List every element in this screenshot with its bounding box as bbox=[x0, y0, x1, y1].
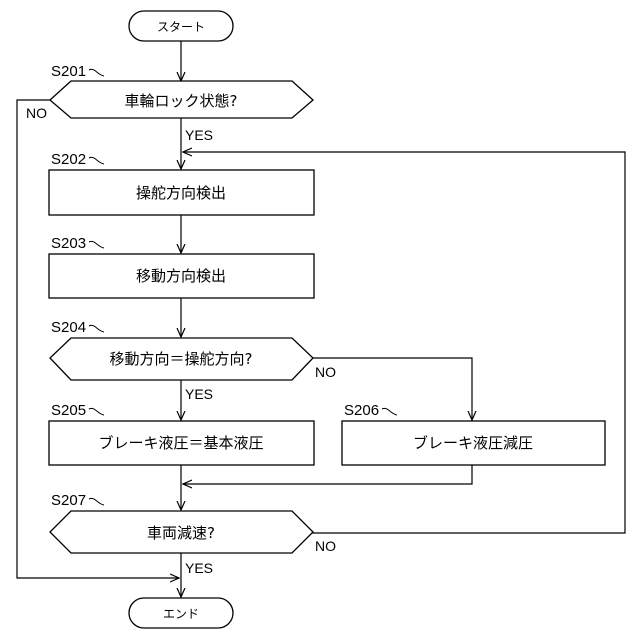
s207-leader bbox=[89, 498, 104, 505]
s202-leader bbox=[89, 157, 104, 164]
s201-no-label: NO bbox=[26, 105, 47, 121]
process-s206: ブレーキ液圧減圧 bbox=[342, 421, 605, 465]
process-s202: 操舵方向検出 bbox=[49, 170, 314, 215]
s207-no-label: NO bbox=[315, 538, 336, 554]
s206-step-label: S206 bbox=[344, 402, 379, 419]
end-terminal: エンド bbox=[129, 598, 233, 628]
decision-s201: 車輪ロック状態? bbox=[50, 81, 313, 118]
s203-text: 移動方向検出 bbox=[136, 267, 226, 285]
s205-step-label: S205 bbox=[51, 402, 86, 419]
s206-leader bbox=[382, 408, 397, 415]
s201-leader bbox=[89, 69, 104, 76]
s207-yes-label: YES bbox=[185, 560, 213, 576]
s204-step-label: S204 bbox=[51, 319, 86, 336]
s202-step-label: S202 bbox=[51, 151, 86, 168]
s204-text: 移動方向＝操舵方向? bbox=[110, 350, 253, 368]
decision-s207: 車両減速? bbox=[50, 511, 313, 553]
s202-text: 操舵方向検出 bbox=[136, 184, 226, 202]
s203-step-label: S203 bbox=[51, 235, 86, 252]
arrow-s204-no-s206 bbox=[312, 358, 472, 420]
arrow-s206-merge bbox=[183, 465, 472, 484]
s204-leader bbox=[89, 325, 104, 332]
s205-text: ブレーキ液圧＝基本液圧 bbox=[98, 434, 263, 452]
start-label: スタート bbox=[157, 20, 205, 34]
s203-leader bbox=[89, 241, 104, 248]
s207-step-label: S207 bbox=[51, 492, 86, 509]
s204-yes-label: YES bbox=[185, 386, 213, 402]
process-s203: 移動方向検出 bbox=[49, 254, 314, 298]
s205-leader bbox=[89, 408, 104, 415]
end-label: エンド bbox=[163, 607, 199, 621]
s201-step-label: S201 bbox=[51, 63, 86, 80]
s201-yes-label: YES bbox=[185, 127, 213, 143]
s206-text: ブレーキ液圧減圧 bbox=[413, 434, 533, 452]
decision-s204: 移動方向＝操舵方向? bbox=[50, 338, 313, 380]
s204-no-label: NO bbox=[315, 364, 336, 380]
s201-text: 車輪ロック状態? bbox=[125, 92, 238, 110]
process-s205: ブレーキ液圧＝基本液圧 bbox=[49, 421, 314, 465]
start-terminal: スタート bbox=[129, 11, 233, 41]
s207-text: 車両減速? bbox=[147, 524, 215, 542]
